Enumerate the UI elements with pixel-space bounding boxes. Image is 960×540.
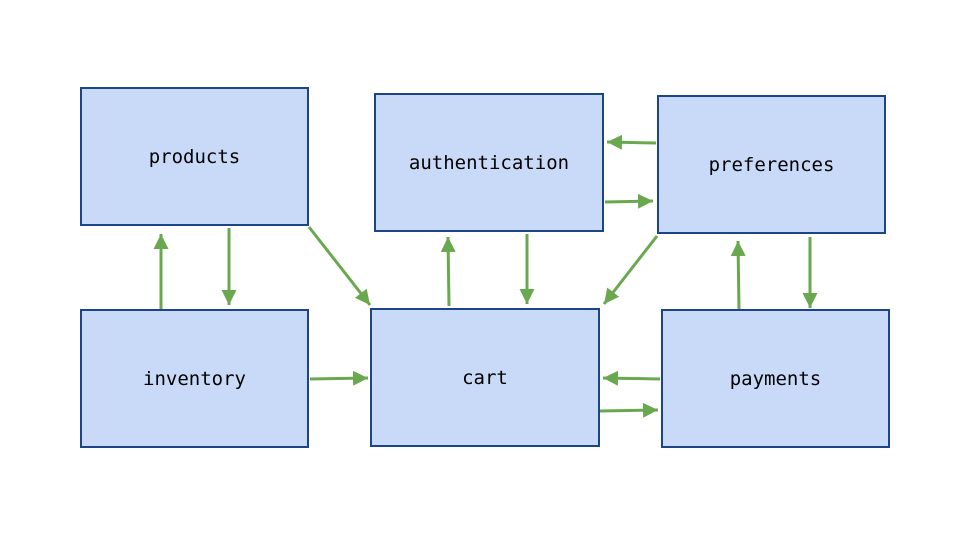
node-inventory: inventory bbox=[80, 309, 309, 448]
node-preferences: preferences bbox=[657, 95, 886, 234]
arrow-cart-authentication bbox=[440, 236, 456, 307]
node-authentication: authentication bbox=[374, 93, 604, 232]
arrow-products-cart bbox=[307, 226, 372, 306]
arrow-preferences-cart bbox=[602, 235, 659, 305]
node-preferences-label: preferences bbox=[708, 153, 835, 176]
node-products: products bbox=[80, 87, 309, 226]
arrow-authentication-preferences bbox=[604, 193, 654, 209]
node-cart: cart bbox=[370, 308, 600, 447]
node-authentication-label: authentication bbox=[408, 151, 570, 174]
arrow-payments-cart bbox=[602, 370, 661, 386]
arrow-inventory-cart bbox=[309, 370, 369, 386]
node-payments-label: payments bbox=[729, 367, 822, 390]
node-cart-label: cart bbox=[462, 366, 508, 389]
arrow-preferences-authentication bbox=[606, 134, 657, 150]
arrow-payments-preferences bbox=[730, 240, 746, 310]
node-payments: payments bbox=[661, 309, 890, 448]
node-inventory-label: inventory bbox=[143, 367, 246, 390]
arrow-cart-payments bbox=[599, 402, 659, 418]
node-products-label: products bbox=[148, 145, 241, 168]
